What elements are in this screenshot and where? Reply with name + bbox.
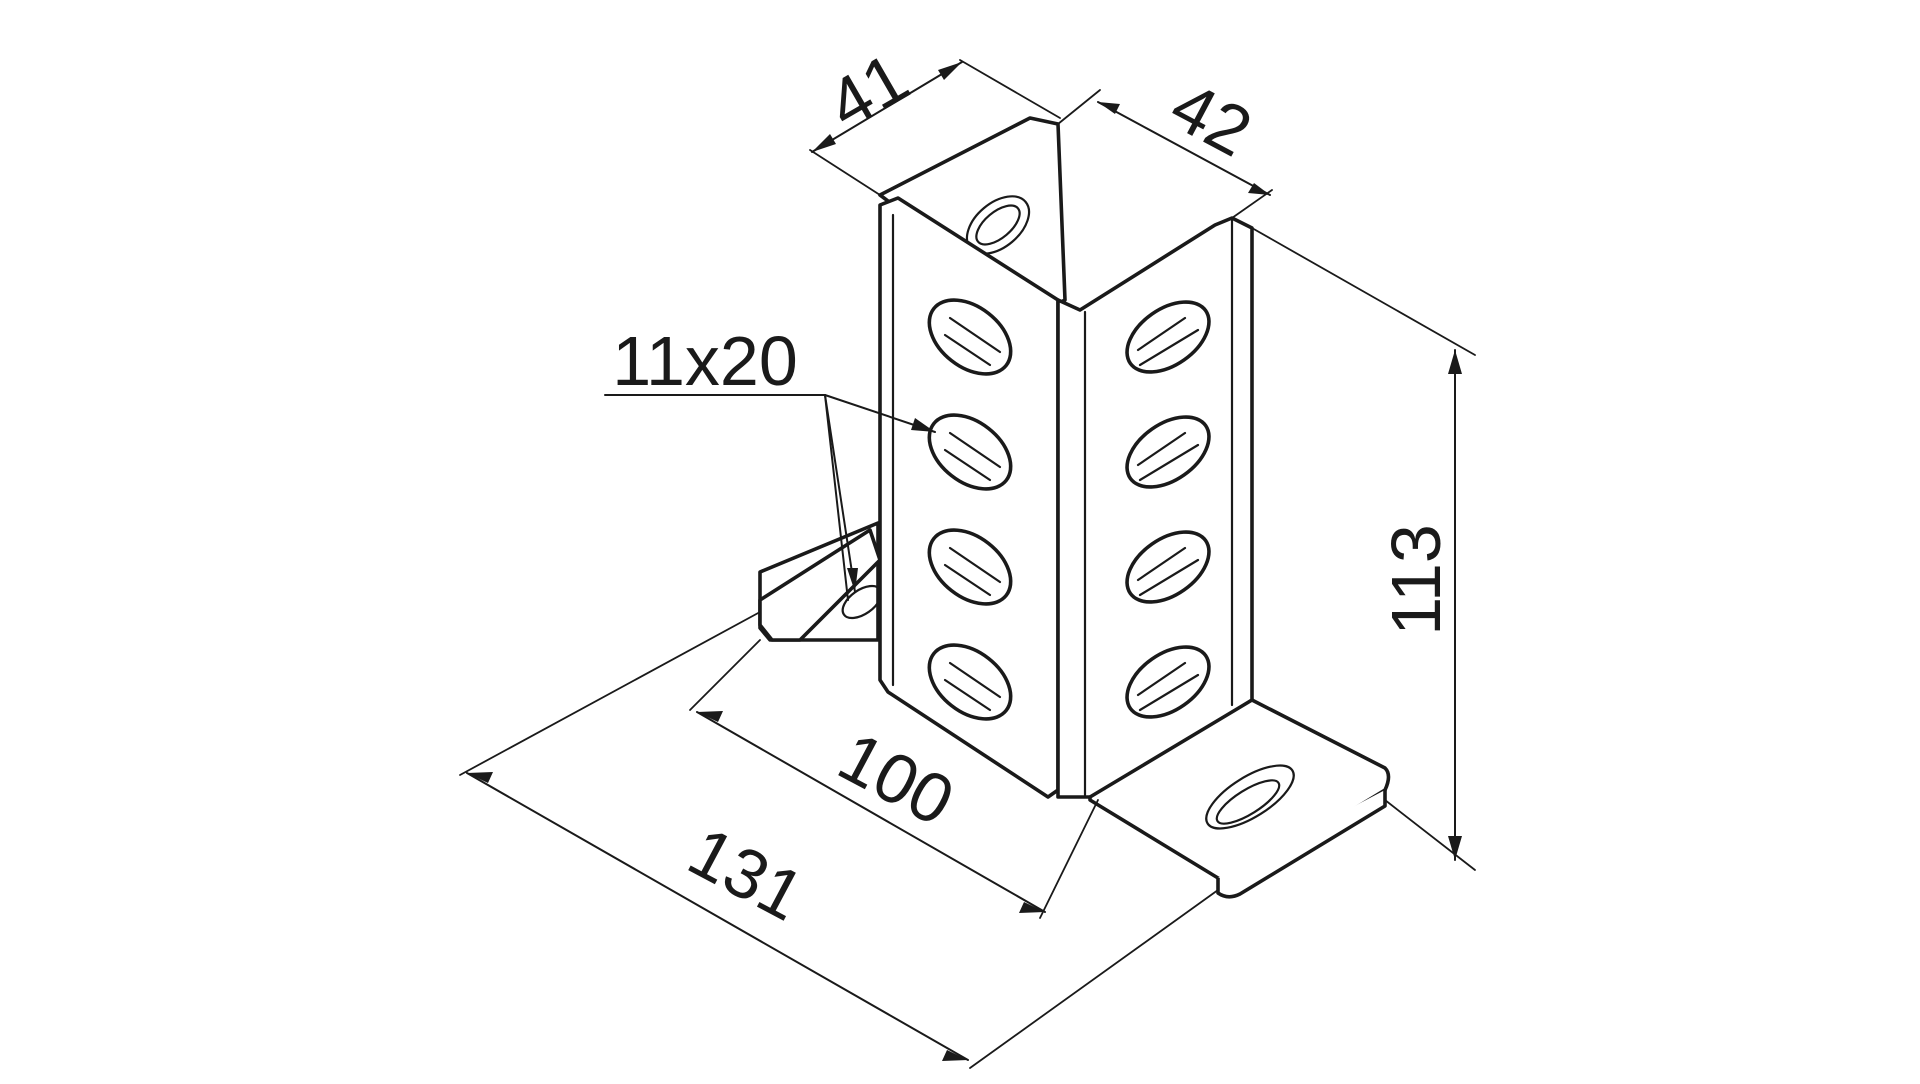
slot-left-3 bbox=[927, 528, 1013, 606]
left-web bbox=[878, 196, 1060, 799]
right-flange-slots bbox=[1125, 300, 1211, 719]
dimension-42: 42 bbox=[1057, 66, 1273, 219]
dim-113-label: 113 bbox=[1377, 524, 1455, 636]
slot-size-label: 11x20 bbox=[612, 322, 798, 400]
base-plate-left bbox=[758, 521, 883, 642]
dim-131-label: 131 bbox=[676, 812, 816, 936]
dim-100-label: 100 bbox=[826, 717, 966, 841]
base-plate-right bbox=[1088, 698, 1391, 899]
dimension-113: 113 bbox=[1251, 227, 1476, 871]
left-web-slots bbox=[927, 298, 1013, 721]
slot-right-3 bbox=[1125, 530, 1211, 604]
dim-41-label: 41 bbox=[815, 38, 921, 144]
slot-left-2 bbox=[927, 413, 1013, 491]
slot-right-4 bbox=[1125, 645, 1211, 719]
slot-right-1 bbox=[1125, 300, 1211, 374]
slot-left-1 bbox=[927, 298, 1013, 376]
right-flange bbox=[1056, 216, 1254, 799]
slot-left-4 bbox=[927, 643, 1013, 721]
slot-size-callout: 11x20 bbox=[604, 322, 936, 601]
slot-right-2 bbox=[1125, 415, 1211, 489]
dim-42-label: 42 bbox=[1159, 66, 1264, 171]
